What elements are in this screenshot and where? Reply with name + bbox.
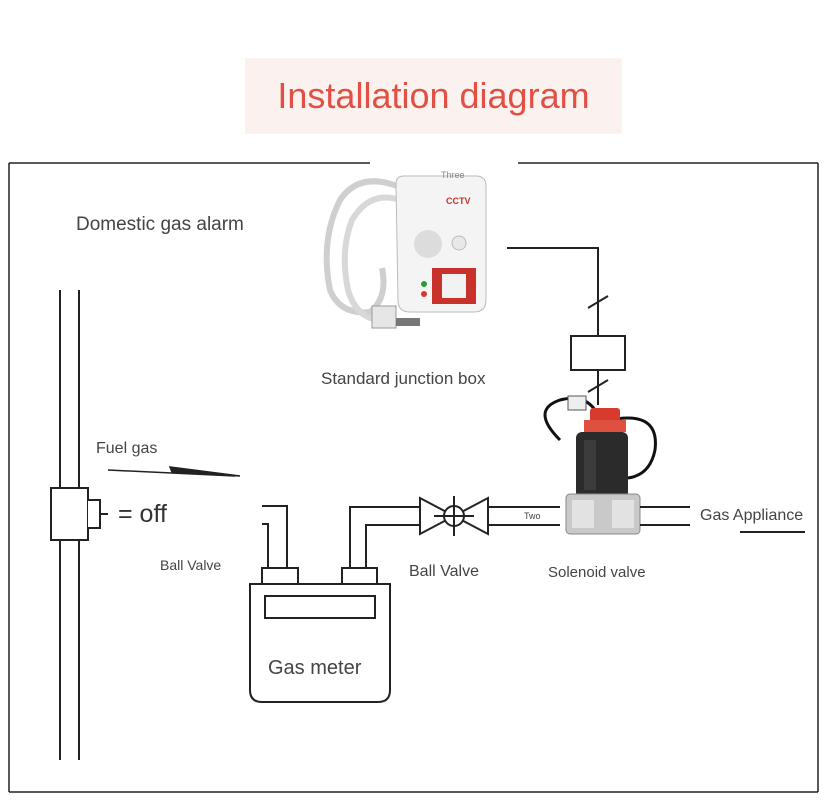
three-label: Three (441, 170, 465, 180)
signal-wire (507, 247, 609, 405)
pipe-to-appliance (640, 506, 805, 533)
alarm-label: Domestic gas alarm (76, 214, 244, 235)
off-label: = off (118, 500, 167, 528)
gas-alarm-device: CCTV (323, 175, 487, 329)
fuel-gas-arrow (107, 466, 241, 477)
page-title: Installation diagram (277, 75, 590, 116)
fuel-gas-label: Fuel gas (96, 440, 158, 457)
ball-valve-left-label: Ball Valve (160, 557, 222, 573)
pipe-to-solenoid (488, 506, 560, 526)
meter-outlet-pipe (349, 506, 420, 568)
ball-valve-right-label: Ball Valve (409, 563, 479, 580)
junction-box (570, 335, 626, 371)
gas-appliance-label: Gas Appliance (700, 507, 804, 524)
solenoid-valve (543, 395, 657, 535)
diagram-frame (8, 162, 819, 793)
main-gas-pipe (59, 290, 80, 760)
solenoid-valve-label: Solenoid valve (548, 564, 646, 581)
gas-meter (249, 567, 391, 703)
two-label: Two (524, 511, 541, 521)
alarm-brand-mark: CCTV (446, 196, 471, 206)
ball-valve-left (50, 487, 108, 541)
junction-box-label: Standard junction box (321, 369, 486, 388)
meter-inlet-pipe (262, 505, 288, 568)
title-banner: Installation diagram (245, 58, 622, 134)
gas-meter-label: Gas meter (268, 657, 362, 679)
ball-valve-right (419, 496, 489, 536)
